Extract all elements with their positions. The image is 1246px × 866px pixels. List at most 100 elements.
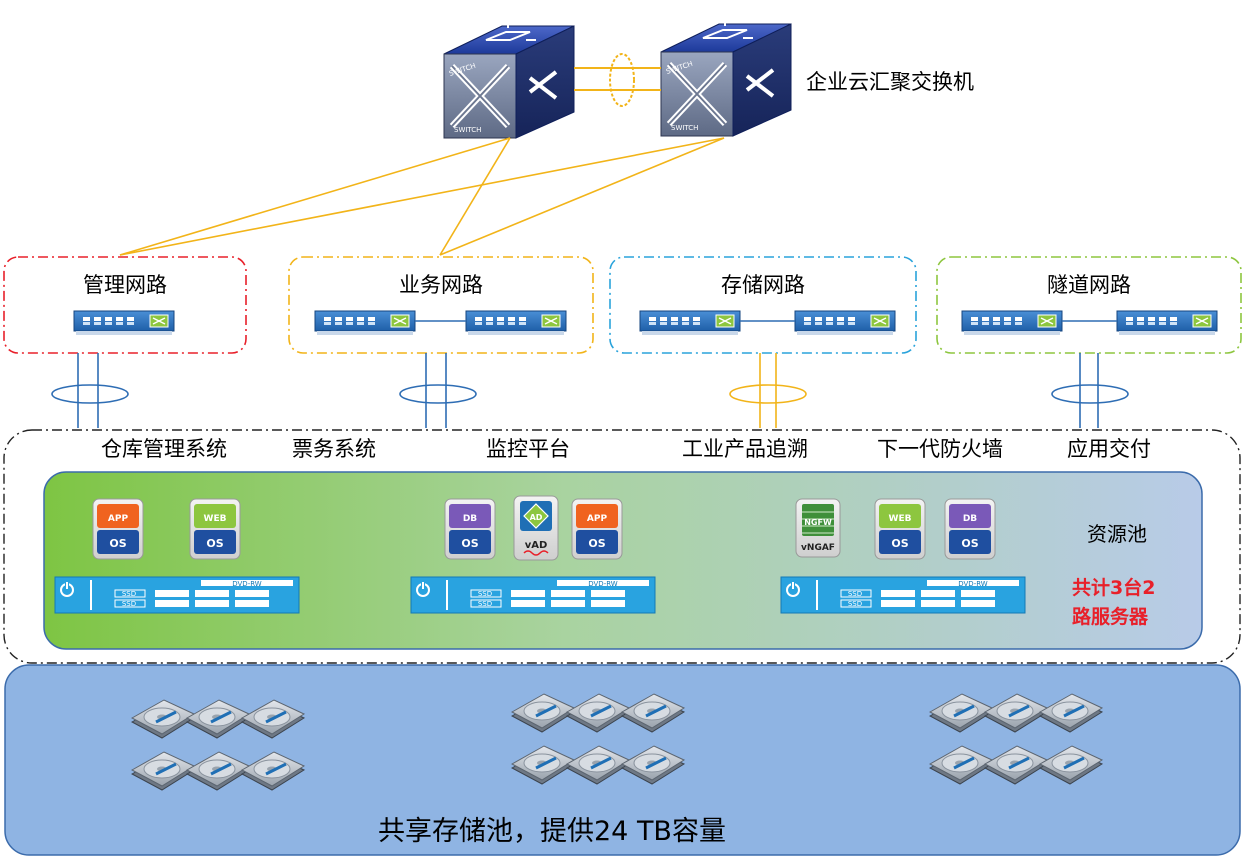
hard-disk-icon bbox=[185, 751, 251, 791]
servers: DVD-RW SSD SSD DVD-RW SSD SSD DVD-RW SSD SSD bbox=[54, 576, 1026, 614]
access-switch bbox=[961, 310, 1063, 335]
servers-note-line1: 共计3台2 bbox=[1072, 576, 1155, 599]
hard-disk-icon bbox=[1038, 745, 1104, 785]
tunnel-downlink bbox=[1051, 353, 1129, 428]
network-box-4: 隧道网路 bbox=[936, 256, 1242, 354]
svg-text:DVD-RW: DVD-RW bbox=[588, 580, 618, 588]
hard-disk-icon bbox=[185, 699, 251, 739]
db-os-badge: DB OS bbox=[944, 498, 996, 560]
svg-text:OS: OS bbox=[461, 537, 478, 550]
hard-disk-icon bbox=[928, 693, 994, 733]
svg-text:vAD: vAD bbox=[525, 540, 548, 551]
access-switch bbox=[639, 310, 741, 335]
hard-disk-icon bbox=[983, 745, 1049, 785]
svg-text:SSD: SSD bbox=[848, 590, 862, 598]
vad-badge: AD vAD bbox=[513, 495, 559, 561]
uplink-line bbox=[119, 137, 511, 256]
app-os-badge: APP OS bbox=[92, 498, 144, 560]
svg-text:DB: DB bbox=[463, 514, 477, 524]
svg-text:SSD: SSD bbox=[122, 590, 136, 598]
svg-text:SSD: SSD bbox=[478, 600, 492, 608]
network-label: 隧道网路 bbox=[1047, 273, 1131, 297]
svg-text:OS: OS bbox=[109, 537, 126, 550]
system-label: 票务系统 bbox=[292, 437, 376, 461]
server-2: DVD-RW SSD SSD bbox=[410, 576, 656, 614]
hard-disk-icon bbox=[130, 751, 196, 791]
uplink-line bbox=[439, 137, 511, 256]
cloud-boundary bbox=[3, 429, 1241, 664]
app-os-badge: APP OS bbox=[571, 498, 623, 560]
svg-text:WEB: WEB bbox=[889, 514, 912, 524]
svg-text:OS: OS bbox=[206, 537, 223, 550]
system-label: 应用交付 bbox=[1067, 437, 1151, 461]
vm-badges: APPOSWEBOSDBOSADvADAPPOSNGFWvNGAFWEBOSDB… bbox=[92, 495, 996, 561]
svg-text:OS: OS bbox=[891, 537, 908, 550]
svg-text:OS: OS bbox=[588, 537, 605, 550]
switch-caption: 企业云汇聚交换机 bbox=[806, 70, 974, 94]
access-switch bbox=[73, 310, 175, 335]
db-os-badge: DB OS bbox=[444, 498, 496, 560]
resource-pool-title: 资源池 bbox=[1087, 522, 1147, 546]
power-icon bbox=[60, 582, 74, 597]
network-box-2: 业务网路 bbox=[288, 256, 594, 354]
network-groups: 管理网路 业务网路 存储网路 隧道网路 bbox=[3, 256, 1242, 428]
svg-text:vNGAF: vNGAF bbox=[801, 543, 835, 553]
svg-text:APP: APP bbox=[108, 514, 129, 524]
hard-disk-icon bbox=[240, 751, 306, 791]
system-label: 下一代防火墙 bbox=[877, 437, 1003, 461]
hard-disk-icon bbox=[620, 693, 686, 733]
system-label: 监控平台 bbox=[486, 437, 570, 461]
switch-label: SWITCH bbox=[454, 126, 481, 134]
access-switch bbox=[1116, 310, 1218, 335]
web-os-badge: WEB OS bbox=[874, 498, 926, 560]
network-label: 业务网路 bbox=[399, 273, 483, 297]
hard-disk-icon bbox=[565, 693, 631, 733]
hard-disk-icon bbox=[240, 699, 306, 739]
svg-text:SSD: SSD bbox=[122, 600, 136, 608]
hard-disk-icon bbox=[510, 745, 576, 785]
service-downlink bbox=[399, 353, 477, 428]
system-label: 工业产品追溯 bbox=[682, 437, 808, 461]
mgmt-downlink bbox=[51, 353, 129, 428]
disk-arrays bbox=[130, 693, 1104, 791]
servers-note-line2: 路服务器 bbox=[1072, 605, 1149, 628]
power-icon bbox=[416, 582, 430, 597]
hard-disk-icon bbox=[928, 745, 994, 785]
svg-text:NGFW: NGFW bbox=[804, 518, 832, 527]
switch-label: SWITCH bbox=[671, 124, 698, 132]
server-3: DVD-RW SSD SSD bbox=[780, 576, 1026, 614]
uplink-line bbox=[119, 137, 725, 256]
link-aggregation-ring bbox=[609, 53, 635, 107]
svg-text:SSD: SSD bbox=[478, 590, 492, 598]
system-labels: 仓库管理系统 票务系统 监控平台 工业产品追溯 下一代防火墙 应用交付 bbox=[101, 437, 1151, 461]
access-switch bbox=[314, 310, 416, 335]
access-switch bbox=[794, 310, 896, 335]
svg-text:APP: APP bbox=[587, 514, 608, 524]
svg-text:DB: DB bbox=[963, 514, 977, 524]
network-box-1: 管理网路 bbox=[3, 256, 247, 354]
storage-downlink bbox=[729, 353, 807, 428]
svg-text:DVD-RW: DVD-RW bbox=[958, 580, 988, 588]
network-label: 管理网路 bbox=[83, 273, 167, 297]
svg-text:WEB: WEB bbox=[204, 514, 227, 524]
svg-text:DVD-RW: DVD-RW bbox=[232, 580, 262, 588]
storage-caption: 共享存储池，提供24 TB容量 bbox=[378, 816, 726, 847]
uplink-lines bbox=[119, 137, 725, 256]
network-box-3: 存储网路 bbox=[609, 256, 917, 354]
svg-text:AD: AD bbox=[530, 513, 543, 522]
hard-disk-icon bbox=[565, 745, 631, 785]
svg-text:SSD: SSD bbox=[848, 600, 862, 608]
hard-disk-icon bbox=[1038, 693, 1104, 733]
power-icon bbox=[786, 582, 800, 597]
vngaf-badge: NGFW vNGAF bbox=[795, 498, 841, 558]
svg-text:OS: OS bbox=[961, 537, 978, 550]
hard-disk-icon bbox=[620, 745, 686, 785]
uplink-line bbox=[439, 137, 725, 256]
system-label: 仓库管理系统 bbox=[101, 437, 227, 461]
server-1: DVD-RW SSD SSD bbox=[54, 576, 300, 614]
access-switch bbox=[465, 310, 567, 335]
